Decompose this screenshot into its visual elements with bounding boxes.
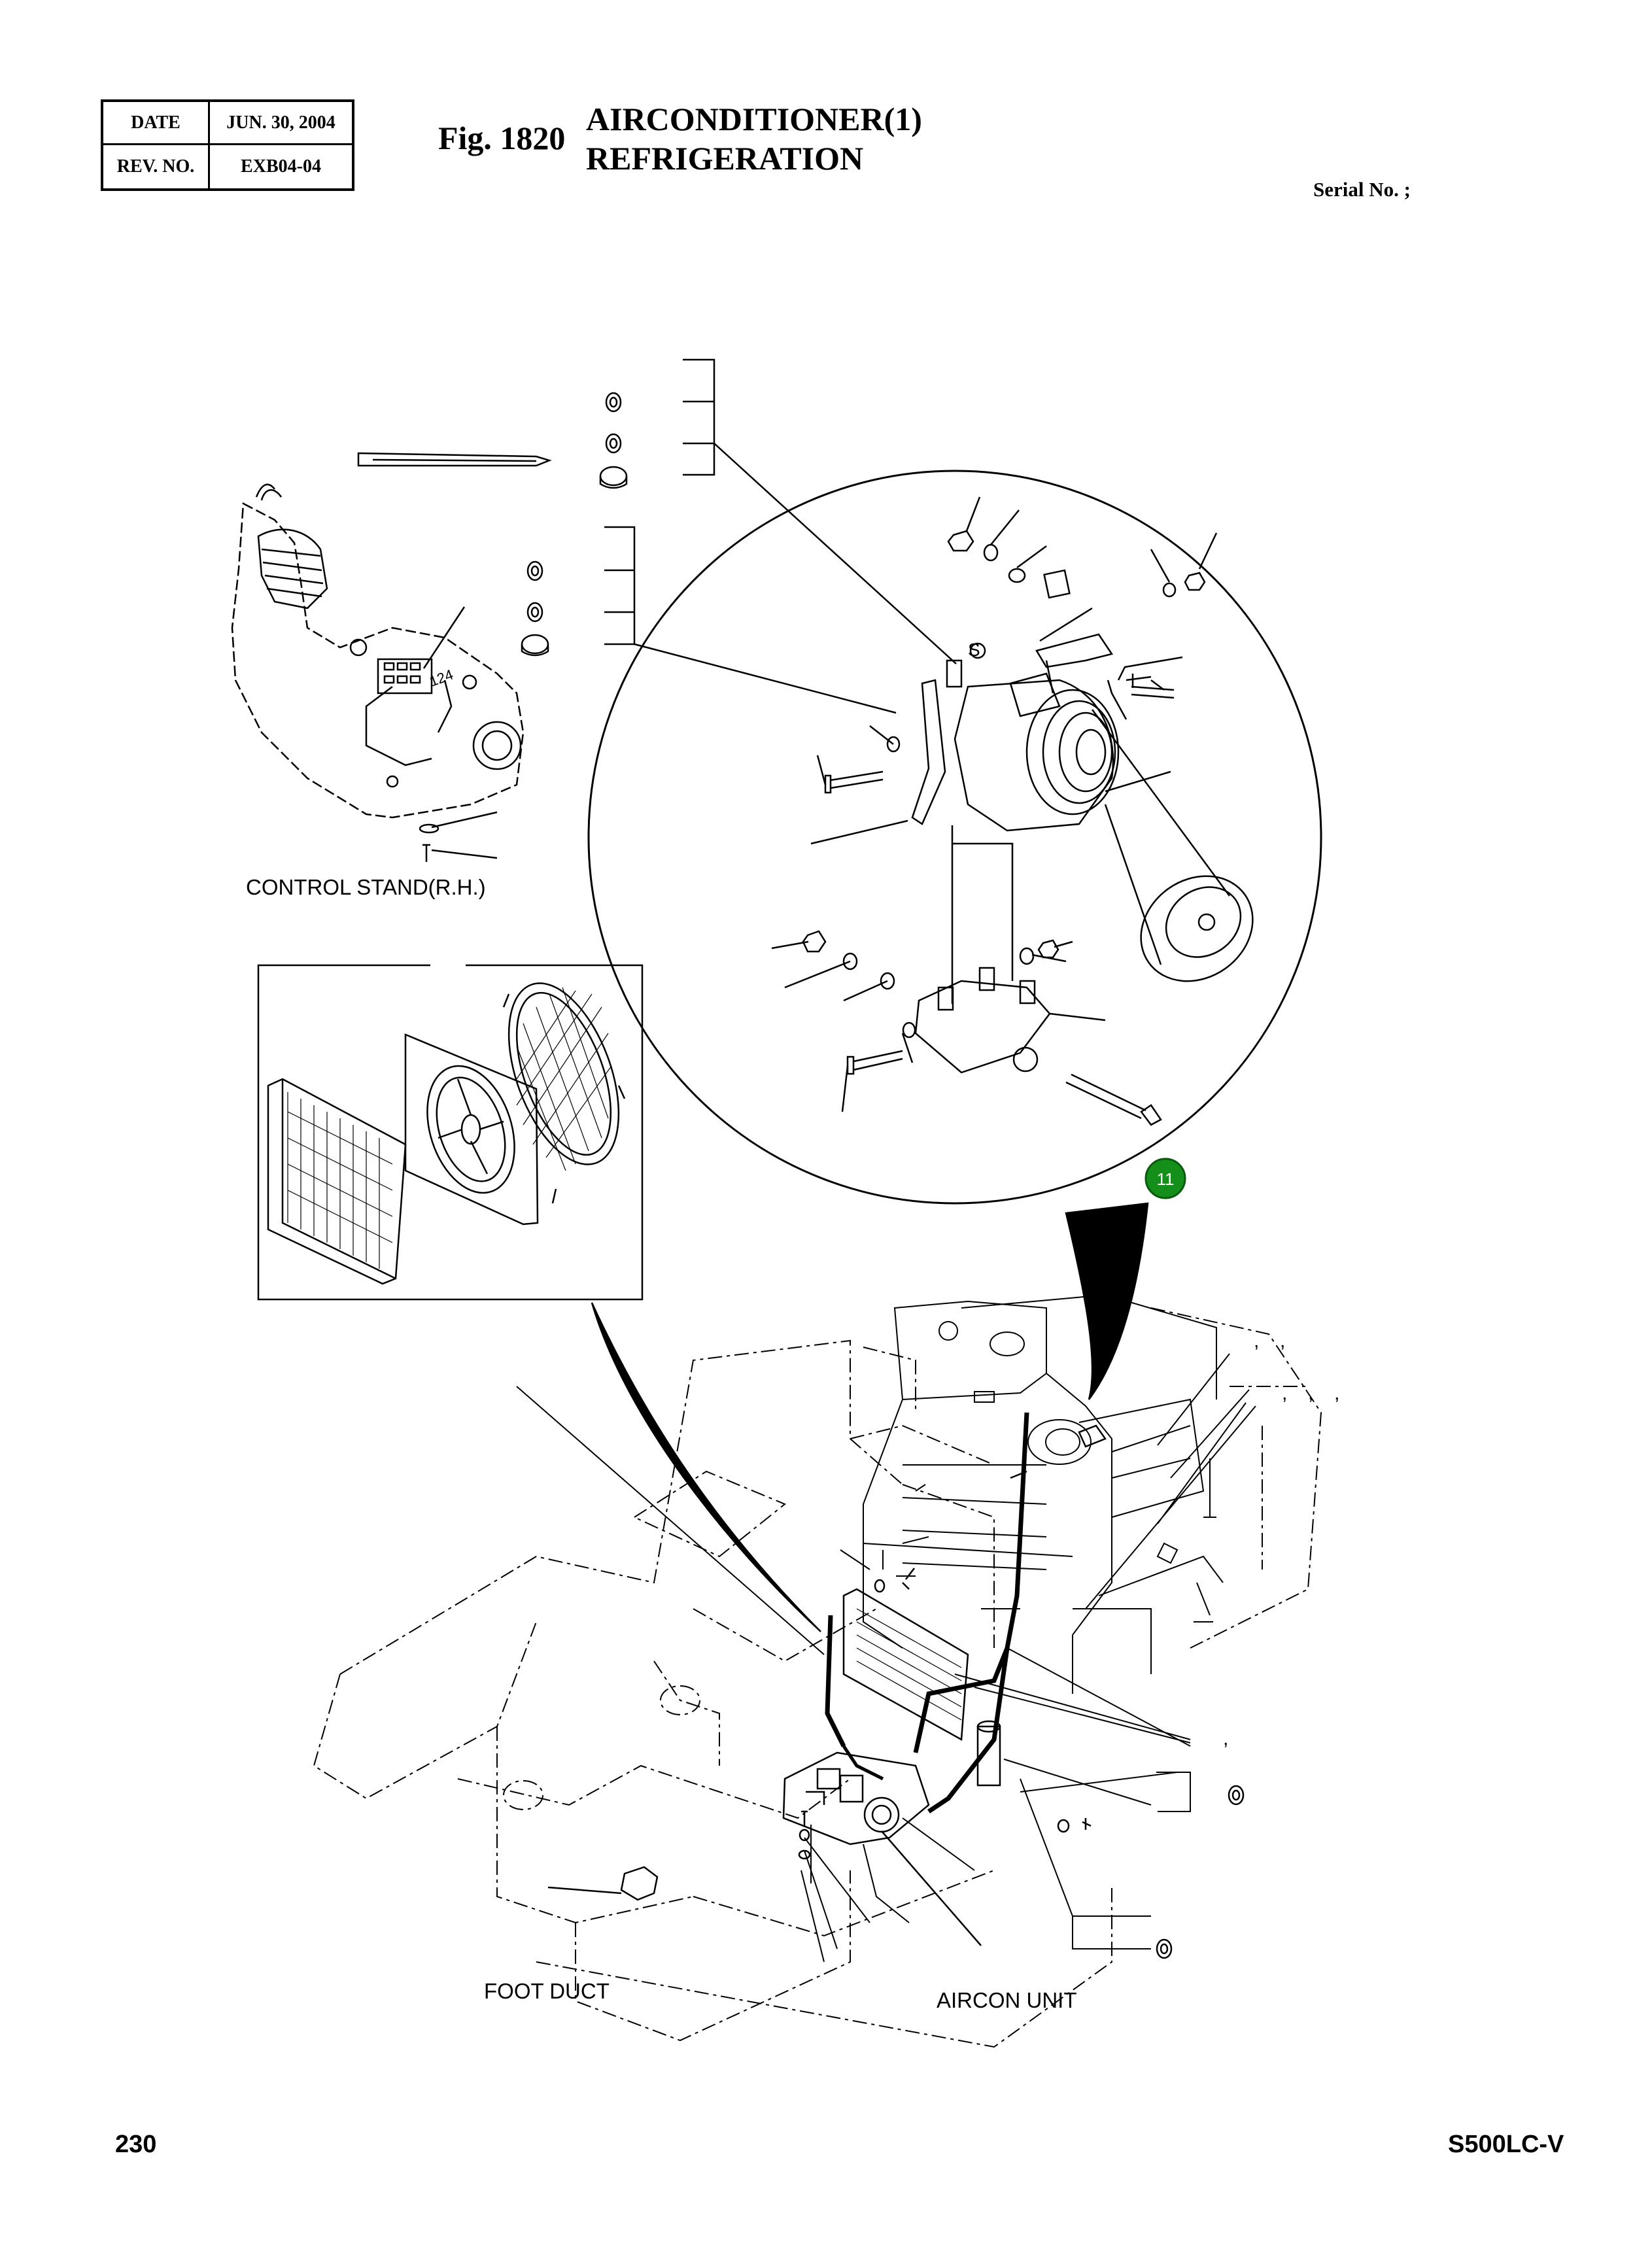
compressor-mark-s: S — [968, 640, 980, 660]
figure-number: Fig. 1820 — [438, 120, 566, 156]
engine — [863, 1294, 1224, 1694]
svg-text:,: , — [1280, 1330, 1285, 1352]
receiver-dryer — [976, 1720, 1001, 1787]
control-stand — [231, 483, 525, 862]
figure-title-line-1: AIRCONDITIONER(1) — [586, 101, 922, 137]
foot-duct-drawing — [620, 1866, 659, 1901]
cable-tie — [357, 452, 552, 467]
leader-lines-machine — [516, 1353, 1256, 1963]
page-number: 230 — [115, 2131, 157, 2158]
figure-title-line-2: REFRIGERATION — [586, 140, 864, 177]
foot-duct-label: FOOT DUCT — [484, 1979, 610, 2003]
rev-label: REV. NO. — [103, 145, 210, 188]
date-value: JUN. 30, 2004 — [210, 102, 352, 145]
compressor-assembly — [771, 496, 1254, 1126]
part-icons-upper — [521, 358, 957, 714]
svg-text:,: , — [1334, 1382, 1339, 1404]
date-label: DATE — [103, 102, 210, 145]
svg-text:,: , — [1223, 1728, 1228, 1749]
callout-11-badge — [1144, 1158, 1186, 1199]
aircon-unit-drawing — [782, 1751, 930, 1846]
callout-commas: , , , , , , — [1223, 1330, 1339, 1749]
aircon-unit-leader — [881, 1830, 982, 1946]
model-name: S500LC-V — [1448, 2131, 1564, 2158]
figure-title: AIRCONDITIONER(1) REFRIGERATION — [586, 99, 922, 178]
callout-11-number: 11 — [1157, 1169, 1175, 1189]
detail-circle — [587, 470, 1322, 1205]
aircon-unit-label: AIRCON UNIT — [937, 1988, 1077, 2012]
condenser-inset — [257, 964, 644, 1301]
machine-frame — [313, 1307, 1322, 2048]
svg-text:,: , — [1308, 1382, 1313, 1404]
svg-text:,: , — [1254, 1330, 1259, 1352]
fasteners-machine — [798, 1424, 1245, 1959]
control-stand-label: CONTROL STAND(R.H.) — [246, 875, 486, 899]
rev-value: EXB04-04 — [241, 156, 321, 177]
callout-wedge-compressor — [1065, 1202, 1149, 1400]
callout-wedge-condenser — [591, 1302, 821, 1632]
refrigerant-hoses — [825, 1412, 1029, 1813]
revision-table: DATE JUN. 30, 2004 REV. NO. EXB04-04 — [101, 99, 354, 191]
foot-duct-leader — [547, 1886, 622, 1895]
condenser-unit-installed — [842, 1588, 969, 1742]
svg-text:,: , — [1282, 1382, 1287, 1404]
serial-number: Serial No. ; — [1313, 178, 1411, 201]
